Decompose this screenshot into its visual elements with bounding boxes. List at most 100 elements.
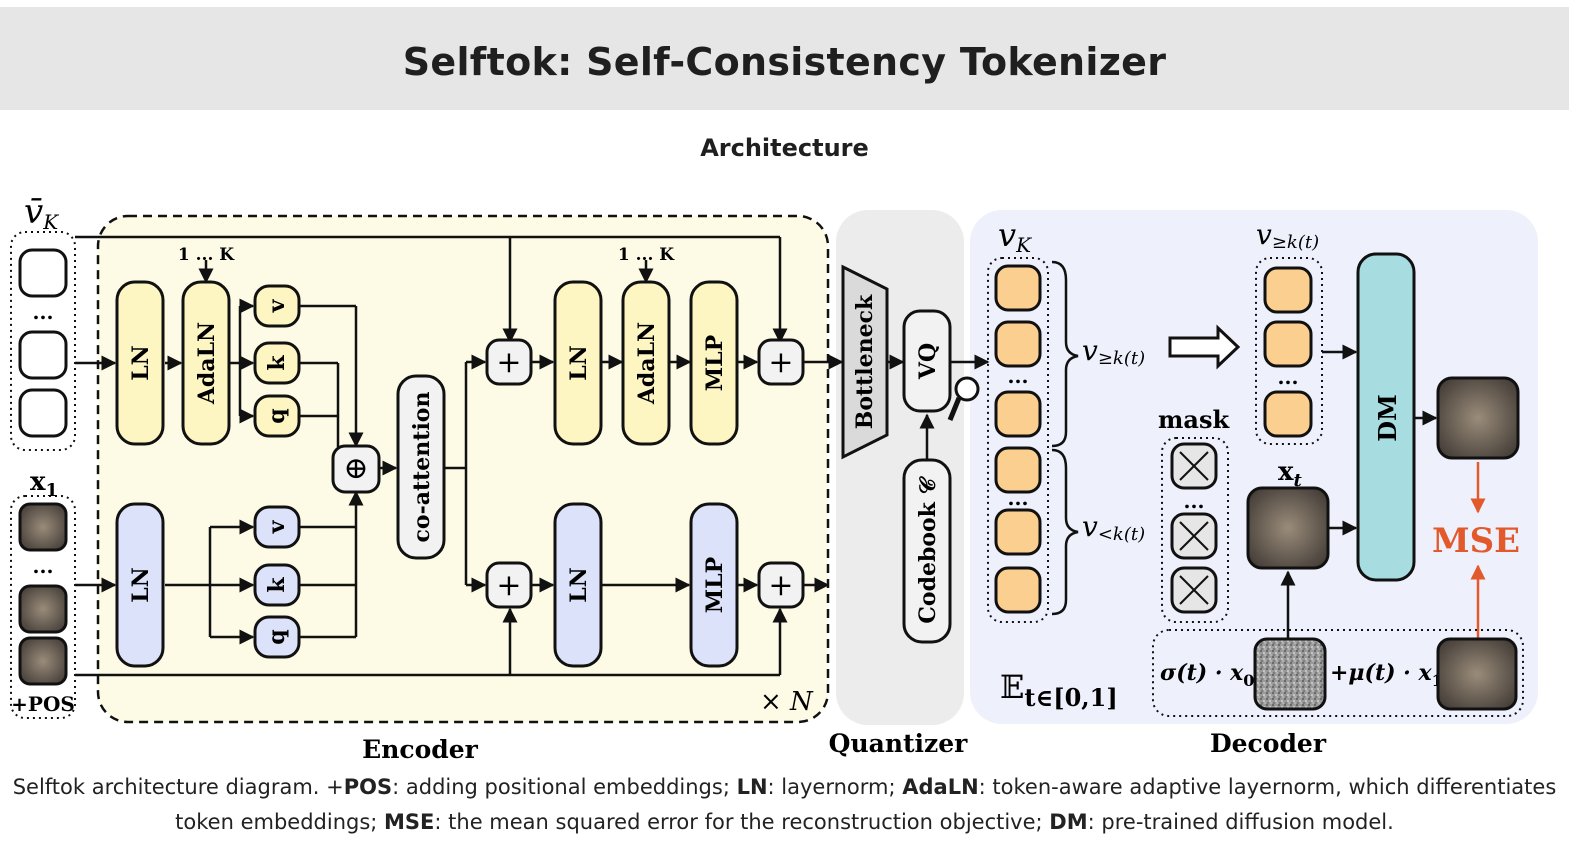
svg-text:+: + — [496, 345, 521, 380]
svg-text:AdaLN: AdaLN — [194, 322, 220, 405]
noise-formula-box: σ(t) · x0 +μ(t) · x1 — [1152, 629, 1524, 717]
brace-top — [1051, 260, 1079, 448]
encoder-adaln-top-2: AdaLN — [621, 280, 671, 446]
oplus-node: ⊕ — [331, 444, 381, 494]
token — [1263, 266, 1313, 314]
reconstructed-image — [1436, 376, 1520, 460]
svg-text:v: v — [264, 519, 290, 534]
svg-text:+: + — [768, 568, 793, 603]
svg-text:VQ: VQ — [915, 343, 941, 380]
encoder-ln-top: LN — [115, 280, 165, 446]
token — [994, 566, 1042, 614]
ellipsis: ... — [1008, 486, 1029, 510]
token — [994, 320, 1042, 368]
quantizer-label: Quantizer — [829, 729, 968, 758]
vk-token-column: ... ... — [987, 257, 1049, 623]
svg-text:⊕: ⊕ — [343, 451, 368, 486]
x1-label: x1 — [30, 467, 58, 501]
section-subtitle: Architecture — [700, 134, 869, 162]
v-ge-kt-label-2: v≥k(t) — [1256, 218, 1319, 253]
k-block-top: k — [253, 341, 301, 385]
selected-token-column: ... — [1255, 257, 1323, 445]
encoder-mlp-top: MLP — [689, 280, 739, 446]
svg-text:+: + — [768, 345, 793, 380]
caption-line-1: Selftok architecture diagram. +POS: addi… — [12, 775, 1557, 799]
encoder-ln-bottom-2: LN — [553, 502, 603, 668]
encoder-ln-bottom: LN — [115, 502, 165, 668]
v-ge-kt-label: v≥k(t) — [1082, 334, 1145, 369]
image-patch — [18, 584, 68, 634]
caption-line-2: token embeddings; MSE: the mean squared … — [175, 810, 1394, 834]
svg-text:q: q — [264, 629, 290, 644]
mse-label: MSE — [1432, 521, 1520, 561]
encoder-mlp-bottom: MLP — [689, 502, 739, 668]
svg-text:LN: LN — [128, 345, 154, 381]
xt-label: xt — [1278, 457, 1303, 491]
plus-node-bottom-1: + — [485, 561, 533, 609]
vbar-token — [18, 388, 68, 438]
token — [994, 390, 1042, 438]
image-patch — [18, 636, 68, 686]
ellipsis: ... — [1278, 365, 1299, 389]
svg-text:k: k — [264, 355, 290, 371]
ellipsis: ... — [33, 554, 54, 578]
mu-term: +μ(t) · x1 — [1330, 660, 1443, 690]
token — [1263, 390, 1313, 438]
v-block-bottom: v — [253, 505, 301, 549]
dm-block: DM — [1356, 252, 1416, 582]
svg-text:+: + — [496, 568, 521, 603]
codebook-block: Codebook 𝒞 — [902, 458, 952, 644]
token — [994, 446, 1042, 494]
svg-text:LN: LN — [128, 567, 154, 603]
svg-text:MLP: MLP — [702, 557, 728, 613]
ellipsis: ... — [1184, 489, 1205, 513]
svg-text:LN: LN — [566, 567, 592, 603]
plus-node-bottom-2: + — [757, 561, 805, 609]
svg-text:AdaLN: AdaLN — [634, 322, 660, 405]
mask-token-column: ... — [1161, 437, 1229, 623]
vbar-k-label: v̄K — [24, 192, 59, 234]
q-block-bottom: q — [253, 615, 301, 659]
page-header: Selftok: Self-Consistency Tokenizer — [0, 7, 1569, 110]
noise-image — [1253, 637, 1327, 711]
plus-node-top-2: + — [757, 338, 805, 386]
vbar-token — [18, 248, 68, 298]
v-block-top: v — [253, 284, 301, 328]
encoder-label: Encoder — [362, 735, 479, 762]
image-patch — [18, 502, 68, 552]
one-to-k-label: 1 ... K — [618, 245, 675, 265]
svg-text:q: q — [264, 408, 290, 423]
q-block-top: q — [253, 394, 301, 438]
times-n-label: × N — [760, 687, 814, 717]
mask-token — [1170, 442, 1218, 490]
clean-image-x1 — [1436, 637, 1518, 711]
k-block-bottom: k — [253, 563, 301, 607]
svg-text:k: k — [264, 577, 290, 593]
ellipsis: ... — [33, 300, 54, 324]
magnifier-icon — [947, 376, 980, 421]
encoder-ln-top-2: LN — [553, 280, 603, 446]
brace-bottom — [1051, 448, 1079, 616]
co-attention-block: co-attention — [396, 374, 446, 560]
mask-token — [1170, 512, 1218, 560]
svg-text:DM: DM — [1373, 394, 1402, 441]
vk-label: vK — [998, 216, 1032, 257]
mask-token — [1170, 566, 1218, 614]
svg-text:Codebook 𝒞: Codebook 𝒞 — [915, 475, 941, 623]
svg-text:v: v — [264, 298, 290, 313]
mask-label: mask — [1158, 405, 1230, 434]
sigma-term: σ(t) · x0 — [1160, 660, 1254, 690]
pos-label: +POS — [11, 692, 75, 716]
plus-node-top-1: + — [485, 338, 533, 386]
decoder-label: Decoder — [1210, 729, 1327, 758]
vbar-token-column: ... — [10, 231, 76, 451]
v-lt-kt-label: v<k(t) — [1082, 510, 1145, 545]
expectation-label: 𝔼t∈[0,1] — [1000, 668, 1118, 712]
bottleneck-block: Bottleneck — [841, 264, 889, 460]
one-to-k-label: 1 ... K — [178, 245, 235, 265]
encoder-adaln-top: AdaLN — [181, 280, 231, 446]
right-arrow-icon — [1168, 324, 1241, 370]
vbar-token — [18, 330, 68, 380]
noisy-image-xt — [1246, 486, 1330, 570]
x1-image-column: ... +POS — [10, 495, 76, 719]
